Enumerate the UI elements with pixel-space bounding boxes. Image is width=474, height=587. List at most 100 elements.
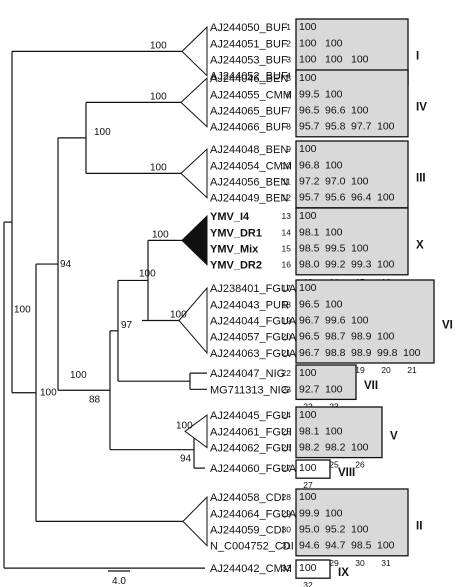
row-number: 3 <box>286 55 291 65</box>
bootstrap-value: 94 <box>60 259 72 270</box>
identity-value: 95.0 <box>299 524 320 536</box>
identity-value: 98.2 <box>299 442 320 454</box>
bootstrap-value: 100 <box>150 162 167 173</box>
row-number: 26 <box>282 443 292 453</box>
row-number: 14 <box>282 227 292 237</box>
row-number: 32 <box>282 563 292 573</box>
identity-value: 100 <box>299 72 317 84</box>
group-label: V <box>390 430 398 442</box>
identity-value: 99.5 <box>299 88 320 100</box>
identity-value: 100 <box>351 315 369 327</box>
identity-value: 98.5 <box>299 243 320 255</box>
leaf-label: AJ244057_FGUA <box>210 332 297 344</box>
identity-matrix-box <box>295 140 409 209</box>
identity-value: 98.2 <box>325 442 346 454</box>
identity-value: 94.7 <box>325 540 346 552</box>
identity-value: 100 <box>377 331 395 343</box>
bootstrap-value: 100 <box>150 40 167 51</box>
identity-value: 100 <box>299 409 317 421</box>
identity-value: 100 <box>351 442 369 454</box>
leaf-label: AJ244046_BEN <box>210 73 288 85</box>
identity-value: 96.5 <box>299 298 320 310</box>
identity-value: 97.2 <box>299 176 320 188</box>
scale-bar-label: 4.0 <box>112 576 126 587</box>
identity-value: 100 <box>377 259 395 271</box>
identity-value: 100 <box>299 143 317 155</box>
leaf-label: AJ244065_BUF <box>210 106 288 118</box>
row-number: 25 <box>282 426 292 436</box>
bootstrap-value: 88 <box>89 394 101 405</box>
identity-value: 95.2 <box>325 524 346 536</box>
identity-value: 99.6 <box>325 315 346 327</box>
row-number: 29 <box>282 508 292 518</box>
identity-value: 100 <box>299 367 317 379</box>
identity-value: 100 <box>377 121 395 133</box>
row-number: 16 <box>282 260 292 270</box>
group-label: VII <box>364 380 378 392</box>
group-label: VI <box>442 320 453 332</box>
identity-value: 98.5 <box>351 540 372 552</box>
row-number: 27 <box>282 463 292 473</box>
leaf-label: AJ244053_BUF <box>210 55 288 67</box>
leaf-label: AJ244042_CMM <box>210 563 292 575</box>
identity-value: 100 <box>351 524 369 536</box>
collapsed-clade-triangles <box>178 25 208 547</box>
identity-matrix-box <box>295 406 383 459</box>
leaf-label: AJ244059_CDI <box>210 525 285 537</box>
identity-value: 99.5 <box>325 243 346 255</box>
identity-value: 100 <box>325 37 343 49</box>
row-number: 1 <box>286 22 291 32</box>
row-number: 28 <box>282 492 292 502</box>
identity-value: 100 <box>325 226 343 238</box>
leaf-label: AJ244060_FGUA <box>210 463 297 475</box>
leaf-label: AJ244056_BEN <box>210 177 288 189</box>
row-number: 11 <box>282 177 291 187</box>
identity-value: 96.6 <box>325 105 346 117</box>
leaf-label: AJ244058_CDI <box>210 492 285 504</box>
identity-value: 92.7 <box>299 383 320 395</box>
row-number: 7 <box>286 106 291 116</box>
row-number: 19 <box>282 316 292 326</box>
identity-value: 100 <box>325 425 343 437</box>
group-label: X <box>416 239 424 251</box>
identity-value: 100 <box>299 54 317 66</box>
leaf-label: AJ244050_BUF <box>210 22 288 34</box>
identity-value: 100 <box>351 176 369 188</box>
identity-value: 98.9 <box>351 331 372 343</box>
clade-triangle <box>180 76 208 128</box>
bootstrap-value: 100 <box>40 388 57 399</box>
identity-value: 100 <box>403 347 421 359</box>
leaf-label: AJ244064_FGUA <box>210 508 297 520</box>
leaf-label: AJ238401_FGUA <box>210 283 297 295</box>
identity-value: 100 <box>351 54 369 66</box>
identity-value: 95.7 <box>299 121 320 133</box>
identity-value: 100 <box>351 105 369 117</box>
leaf-label: AJ244061_FGUI <box>210 426 292 438</box>
leaf-label: YMV_DR1 <box>210 227 262 239</box>
identity-value: 100 <box>299 21 317 33</box>
identity-value: 94.6 <box>299 540 320 552</box>
leaf-label: AJ244044_FGUA <box>210 316 297 328</box>
bootstrap-value: 94 <box>180 454 192 465</box>
column-number: 21 <box>407 365 417 375</box>
clade-triangle <box>181 214 208 266</box>
identity-value: 97.7 <box>351 121 372 133</box>
identity-matrix-box <box>295 69 409 138</box>
identity-matrix-box <box>295 488 409 557</box>
clade-triangle <box>181 25 208 77</box>
leaf-label: AJ244055_CMM <box>210 89 292 101</box>
leaf-label: AJ244043_PUR <box>210 299 289 311</box>
identity-value: 99.3 <box>351 259 372 271</box>
identity-value: 96.5 <box>299 105 320 117</box>
group-label: II <box>416 520 422 532</box>
identity-matrix-box <box>295 459 331 479</box>
identity-value: 99.2 <box>325 259 346 271</box>
leaf-label: AJ244054_CMM <box>210 160 292 172</box>
bootstrap-value: 100 <box>176 420 193 431</box>
identity-value: 100 <box>325 507 343 519</box>
scale-bar: 4.0 <box>108 570 130 587</box>
identity-value: 100 <box>299 282 317 294</box>
group-label: III <box>416 172 426 184</box>
identity-matrix-box <box>295 279 435 364</box>
